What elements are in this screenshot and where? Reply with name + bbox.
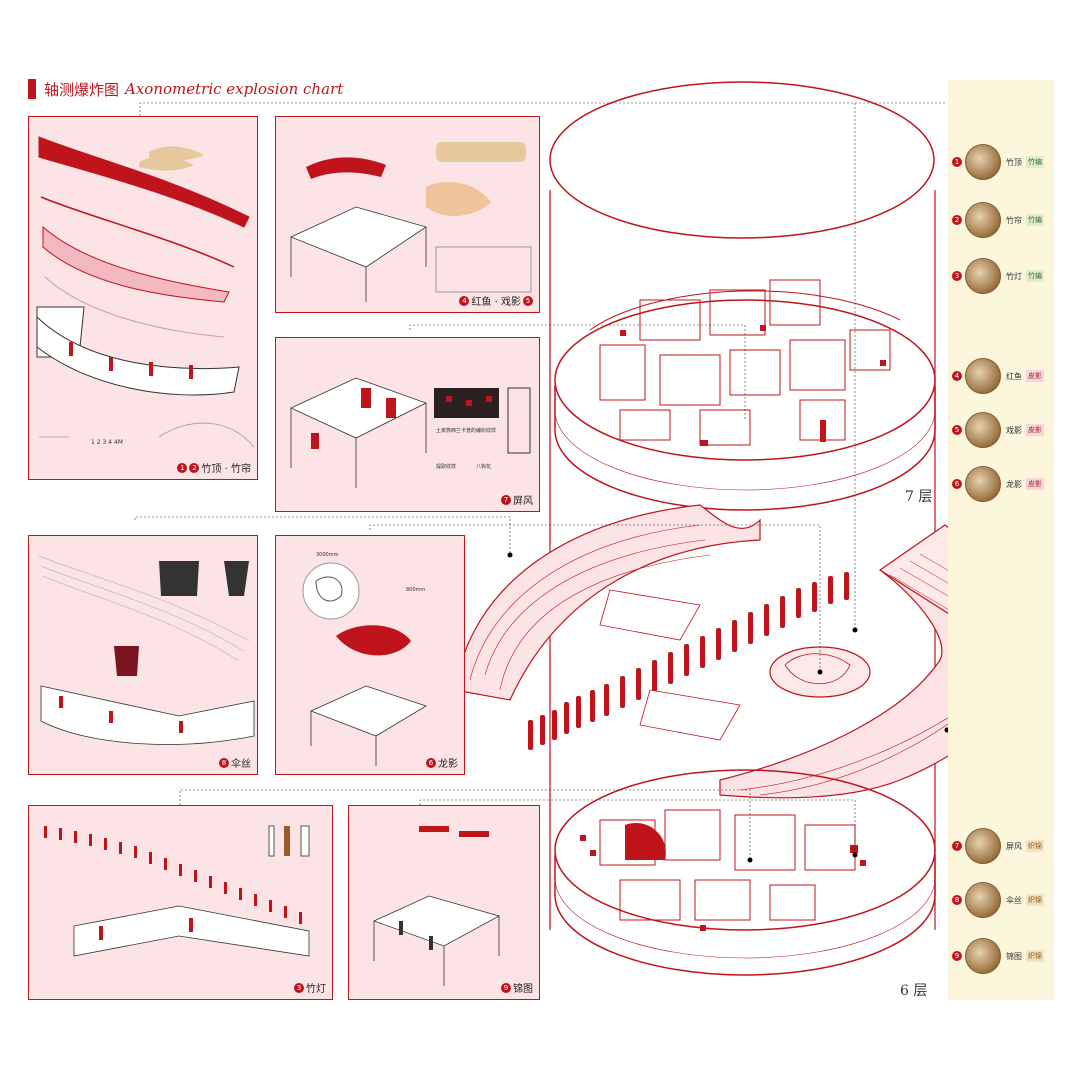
leader-lines [134,102,945,860]
scale-text: 1 2 3 4 4M [91,439,123,446]
legend-item-4: 4 红鱼皮影 [952,356,1054,396]
floor7-top [554,299,936,461]
legend-photo [965,202,1001,238]
legend-photo [965,938,1001,974]
legend-item-2: 2 竹帘竹编 [952,200,1054,240]
legend-item-3: 3 竹灯竹编 [952,256,1054,296]
floor-label-7: 7 层 [905,489,933,505]
legend-item-7: 7 屏风织锦 [952,826,1054,866]
bamboo-lamp-row [528,572,849,750]
legend-photo [965,412,1001,448]
title-en: Axonometric explosion chart [125,80,344,98]
dim-height: 800mm [406,587,425,593]
dim-width: 3000mm [316,552,339,558]
floor7-rooms [589,279,901,446]
legend-item-6: 6 龙影皮影 [952,464,1054,504]
bamboo-roof-band [454,504,761,701]
roof-ellipse [549,81,935,239]
floor-label-6: 6 层 [900,983,928,999]
legend-column: 1 竹顶竹编 2 竹帘竹编 3 竹灯竹编 4 红鱼皮影 5 戏影皮影 6 龙影皮… [948,80,1054,1000]
chart-title: 轴测爆炸图 Axonometric explosion chart [28,78,343,100]
legend-item-1: 1 竹顶竹编 [952,142,1054,182]
floor6-side [554,855,936,976]
legend-item-9: 9 锦图织锦 [952,936,1054,976]
legend-photo [965,358,1001,394]
title-marker [28,79,36,99]
brocade-caption-3: 八钩花 [476,463,491,470]
floor6-top [554,769,936,931]
legend-photo [965,466,1001,502]
legend-item-8: 8 伞丝织锦 [952,880,1054,920]
floor7-side [554,385,936,511]
title-cn: 轴测爆炸图 [44,80,120,99]
brocade-caption-1: 土家族西兰卡普的编织纹样 [436,427,496,434]
brocade-caption-2: 提取纹样 [436,463,456,470]
legend-photo [965,882,1001,918]
legend-photo [965,258,1001,294]
legend-photo [965,828,1001,864]
legend-item-5: 5 戏影皮影 [952,410,1054,450]
legend-photo [965,144,1001,180]
